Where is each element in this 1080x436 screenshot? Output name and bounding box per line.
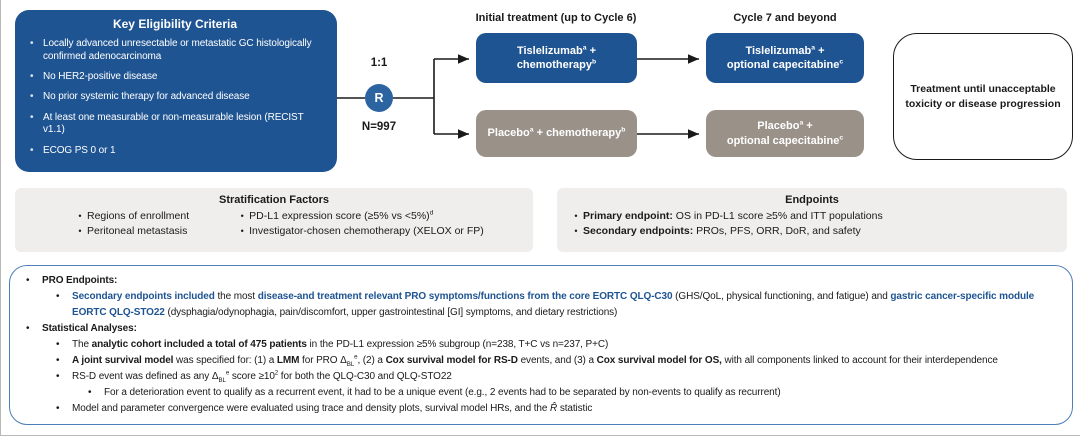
arm-placebo-chemotherapy: Placeboa + chemotherapyb xyxy=(476,110,637,157)
arm-label-line: Placeboa + xyxy=(757,119,813,133)
endpoints-items: Primary endpoint: OS in PD-L1 score ≥5% … xyxy=(557,209,1067,239)
eligibility-item: Locally advanced unresectable or metasta… xyxy=(23,38,327,64)
note-item: The analytic cohort included a total of … xyxy=(22,337,1060,353)
note-text: A joint survival model was specified for… xyxy=(72,353,998,368)
stratification-item: Peritoneal metastasis xyxy=(73,224,189,239)
arm-label-line: Tislelizumaba + xyxy=(516,44,597,57)
bullet-icon xyxy=(23,112,43,138)
bullet-icon xyxy=(235,209,249,224)
arm-label-line: optional capecitabinec xyxy=(726,58,844,71)
arm-placebo-capecitabine: Placeboa + optional capecitabinec xyxy=(706,110,864,157)
initial-treatment-header: Initial treatment (up to Cycle 6) xyxy=(475,12,637,24)
stratification-item-text: Regions of enrollment xyxy=(87,210,190,222)
note-text: For a deterioration event to qualify as … xyxy=(104,387,781,398)
endpoints-panel: Endpoints Primary endpoint: OS in PD-L1 … xyxy=(557,188,1067,252)
eligibility-item: No HER2-positive disease xyxy=(23,71,327,84)
note-text: The analytic cohort included a total of … xyxy=(72,339,609,350)
bullet-icon xyxy=(56,369,72,385)
eligibility-item-text: No prior systemic therapy for advanced d… xyxy=(43,91,250,103)
stratification-column-left: Regions of enrollment Peritoneal metasta… xyxy=(73,209,189,239)
endpoint-item-text: Secondary endpoints: PROs, PFS, ORR, DoR… xyxy=(583,225,861,238)
treatment-duration-text: Treatment until unacceptable toxicity or… xyxy=(905,83,1061,110)
randomization-ratio: 1:1 xyxy=(370,57,388,69)
note-item: A joint survival model was specified for… xyxy=(22,353,1060,369)
bullet-icon xyxy=(26,273,42,289)
bullet-icon xyxy=(88,385,104,401)
stratification-item: Regions of enrollment xyxy=(73,209,189,224)
endpoint-item: Secondary endpoints: PROs, PFS, ORR, DoR… xyxy=(569,224,1067,239)
stratification-item: PD-L1 expression score (≥5% vs <5%)d xyxy=(235,209,484,224)
note-item: PRO Endpoints: xyxy=(22,273,1060,289)
stratification-item-text: PD-L1 expression score (≥5% vs <5%)d xyxy=(249,209,434,222)
eligibility-panel: Key Eligibility Criteria Locally advance… xyxy=(15,10,337,172)
stratification-columns: Regions of enrollment Peritoneal metasta… xyxy=(15,209,533,239)
bullet-icon xyxy=(23,71,43,84)
eligibility-item-text: ECOG PS 0 or 1 xyxy=(43,144,116,156)
note-text: Statistical Analyses: xyxy=(42,323,137,334)
eligibility-item: At least one measurable or non-measurabl… xyxy=(23,112,327,138)
note-text: Model and parameter convergence were eva… xyxy=(72,403,593,414)
bullet-icon xyxy=(569,224,583,239)
bullet-icon xyxy=(56,289,72,321)
arm-label-line: Tislelizumaba + xyxy=(745,44,825,57)
cycle7-header: Cycle 7 and beyond xyxy=(733,12,837,24)
arm-tislelizumab-chemotherapy: Tislelizumaba + chemotherapyb xyxy=(476,33,637,83)
arm-label-line: optional capecitabinec xyxy=(726,133,844,147)
note-item: Statistical Analyses: xyxy=(22,321,1060,337)
endpoint-item-text: Primary endpoint: OS in PD-L1 score ≥5% … xyxy=(583,210,883,222)
eligibility-item-text: At least one measurable or non-measurabl… xyxy=(43,111,304,136)
bullet-icon xyxy=(56,353,72,369)
eligibility-item-text: No HER2-positive disease xyxy=(43,71,158,83)
note-text: PRO Endpoints: xyxy=(42,275,118,286)
note-text: RS-D event was defined as any ΔBLe score… xyxy=(72,369,452,384)
stratification-panel: Stratification Factors Regions of enroll… xyxy=(15,188,533,252)
bullet-icon xyxy=(23,91,43,104)
eligibility-item: No prior systemic therapy for advanced d… xyxy=(23,91,327,104)
note-item: Secondary endpoints included the most di… xyxy=(22,289,1060,321)
note-text: Secondary endpoints included the most di… xyxy=(72,291,1035,318)
sample-size: N=997 xyxy=(361,121,397,133)
treatment-duration-box: Treatment until unacceptable toxicity or… xyxy=(893,33,1073,160)
bullet-icon xyxy=(73,209,87,224)
bullet-icon xyxy=(235,224,249,239)
stratification-item: Investigator-chosen chemotherapy (XELOX … xyxy=(235,224,484,239)
randomization-node: R xyxy=(365,84,393,112)
arm-label-line: chemotherapyb xyxy=(516,58,597,71)
bullet-icon xyxy=(26,321,42,337)
eligibility-title: Key Eligibility Criteria xyxy=(112,17,238,31)
eligibility-item: ECOG PS 0 or 1 xyxy=(23,145,327,158)
arm-label-line: Placeboa + chemotherapyb xyxy=(487,126,626,140)
bullet-icon xyxy=(56,337,72,353)
note-item: Model and parameter convergence were eva… xyxy=(22,401,1060,417)
stratification-column-right: PD-L1 expression score (≥5% vs <5%)d Inv… xyxy=(235,209,484,239)
bullet-icon xyxy=(56,401,72,417)
stratification-item-text: Peritoneal metastasis xyxy=(87,225,188,238)
note-item: RS-D event was defined as any ΔBLe score… xyxy=(22,369,1060,385)
notes-panel: PRO Endpoints: Secondary endpoints inclu… xyxy=(9,265,1073,425)
stratification-title: Stratification Factors xyxy=(218,194,330,206)
bullet-icon xyxy=(23,145,43,158)
endpoint-item: Primary endpoint: OS in PD-L1 score ≥5% … xyxy=(569,209,1067,224)
note-item: For a deterioration event to qualify as … xyxy=(22,385,1060,401)
stratification-item-text: Investigator-chosen chemotherapy (XELOX … xyxy=(249,225,484,238)
bullet-icon xyxy=(569,209,583,224)
endpoints-title: Endpoints xyxy=(785,194,839,206)
bullet-icon xyxy=(23,38,43,64)
eligibility-item-text: Locally advanced unresectable or metasta… xyxy=(43,38,312,62)
arm-tislelizumab-capecitabine: Tislelizumaba + optional capecitabinec xyxy=(706,33,864,83)
bullet-icon xyxy=(73,224,87,239)
